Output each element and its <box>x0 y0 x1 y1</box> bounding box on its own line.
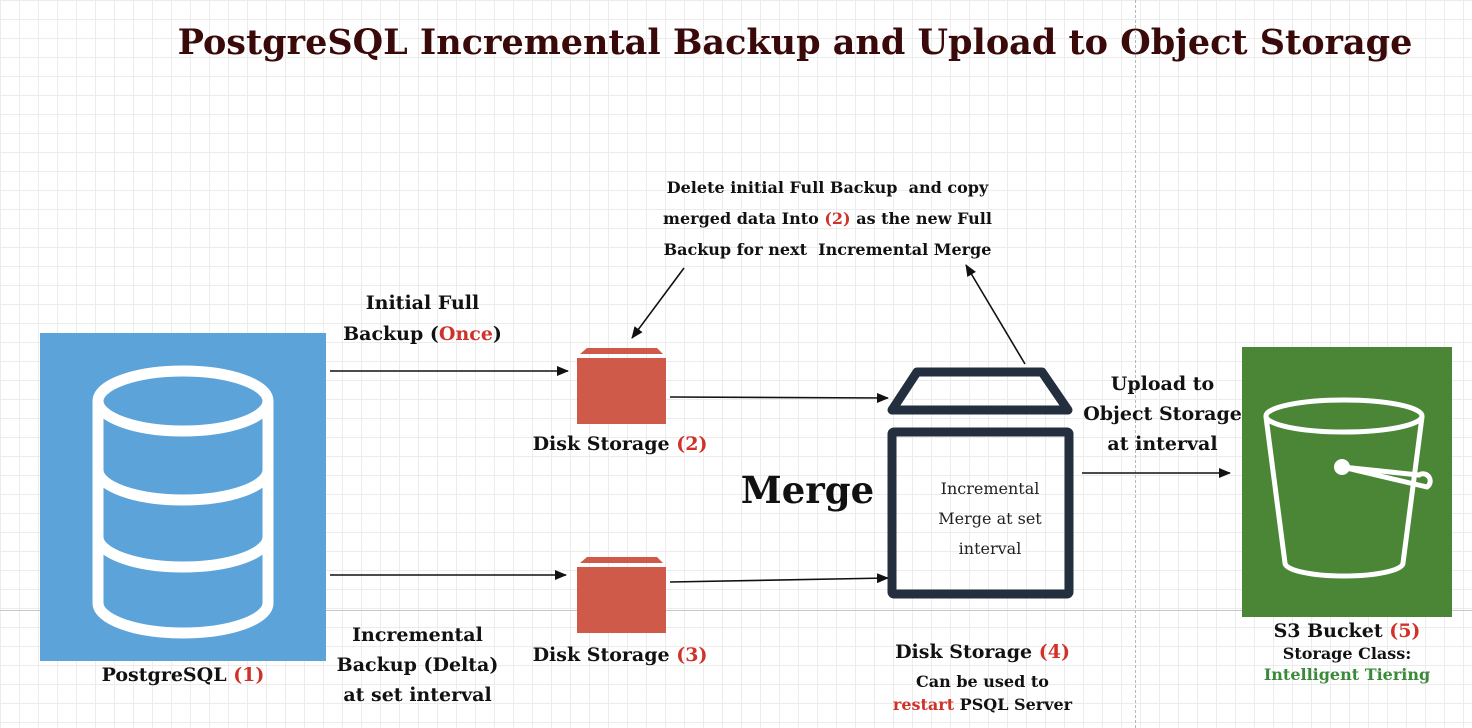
arrow-disk2-to-merge <box>669 392 889 403</box>
merge-inner-text: Incremental Merge at set interval <box>905 474 1075 564</box>
s3-bucket-node[interactable] <box>1242 347 1452 617</box>
disk-storage-2-label: Disk Storage (2) <box>520 433 720 455</box>
postgres-label-num: (1) <box>233 664 265 686</box>
delete-copy-line-2: merged data Into (2) as the new Full <box>630 203 1025 234</box>
storage-class-value: Intelligent Tiering <box>1263 665 1431 684</box>
disk-storage-4-note: Can be used to restart PSQL Server <box>870 670 1095 716</box>
delete-copy-line-2-post: as the new Full <box>850 209 992 228</box>
s3-bucket-label-text: S3 Bucket <box>1273 620 1383 642</box>
delete-copy-line-1: Delete initial Full Backup and copy <box>666 178 989 197</box>
once-word: Once <box>438 323 493 345</box>
disk-storage-3-label: Disk Storage (3) <box>520 644 720 666</box>
merge-disk-storage-4-node[interactable] <box>885 365 1077 601</box>
upload-line-2: Object Storage <box>1083 403 1242 425</box>
disk-storage-4-label: Disk Storage (4) <box>870 641 1095 663</box>
full-backup-line-2-post: ) <box>492 323 502 345</box>
restart-rest: PSQL Server <box>959 695 1073 714</box>
incremental-line-1: Incremental <box>352 624 483 646</box>
delete-copy-line-3: Backup for next Incremental Merge <box>663 240 992 259</box>
full-backup-line-2-pre: Backup ( <box>343 323 439 345</box>
disk-storage-icon <box>577 557 666 633</box>
postgres-label-text: PostgreSQL <box>101 664 227 686</box>
postgres-label: PostgreSQL (1) <box>40 664 326 686</box>
arrow-merge-to-note <box>965 264 1026 365</box>
merge-inner-line-2: Merge at set <box>938 509 1042 528</box>
bucket-icon <box>1263 397 1433 579</box>
page-title: PostgreSQL Incremental Backup and Upload… <box>177 22 1413 63</box>
disk-storage-2-label-num: (2) <box>676 433 708 455</box>
incremental-line-3: at set interval <box>343 684 492 706</box>
disk-storage-icon <box>577 348 666 424</box>
merge-inner-line-1: Incremental <box>940 479 1040 498</box>
disk-storage-3-node[interactable] <box>577 557 666 633</box>
disk-storage-2-node[interactable] <box>577 348 666 424</box>
disk-storage-3-label-num: (3) <box>676 644 708 666</box>
full-backup-line-1: Initial Full <box>365 292 480 314</box>
merge-inner-line-3: interval <box>958 539 1022 558</box>
upload-label: Upload to Object Storage at interval <box>1080 369 1245 459</box>
disk-storage-4-label-num: (4) <box>1038 641 1070 663</box>
storage-class-label: Storage Class: <box>1282 644 1412 663</box>
restart-word: restart <box>892 695 955 714</box>
guide-line-vertical <box>1135 0 1136 728</box>
full-backup-label: Initial Full Backup (Once) <box>330 288 515 350</box>
merge-box-icon <box>887 367 1074 599</box>
incremental-backup-label: Incremental Backup (Delta) at set interv… <box>320 620 515 710</box>
disk-storage-2-label-text: Disk Storage <box>532 433 670 455</box>
postgres-node[interactable] <box>40 333 326 661</box>
incremental-line-2: Backup (Delta) <box>336 654 499 676</box>
full-backup-line-2: Backup (Once) <box>330 319 515 350</box>
delete-copy-line-2-pre: merged data Into <box>663 209 825 228</box>
guide-line-horizontal <box>0 610 1472 611</box>
delete-copy-label: Delete initial Full Backup and copy merg… <box>630 172 1025 265</box>
database-icon <box>92 365 274 639</box>
arrow-disk3-to-merge <box>669 573 889 584</box>
disk-storage-4-note-line-2: restart PSQL Server <box>870 693 1095 716</box>
s3-bucket-label: S3 Bucket (5) <box>1242 620 1452 642</box>
merge-label: Merge <box>740 468 875 512</box>
disk-storage-4-note-line-1: Can be used to <box>916 672 1049 691</box>
delete-copy-ref: (2) <box>824 209 851 228</box>
arrow-note-to-disk2 <box>631 267 685 339</box>
upload-line-1: Upload to <box>1110 373 1215 395</box>
disk-storage-4-label-text: Disk Storage <box>895 641 1033 663</box>
disk-storage-3-label-text: Disk Storage <box>532 644 670 666</box>
s3-bucket-label-num: (5) <box>1389 620 1421 642</box>
upload-line-3: at interval <box>1107 433 1218 455</box>
